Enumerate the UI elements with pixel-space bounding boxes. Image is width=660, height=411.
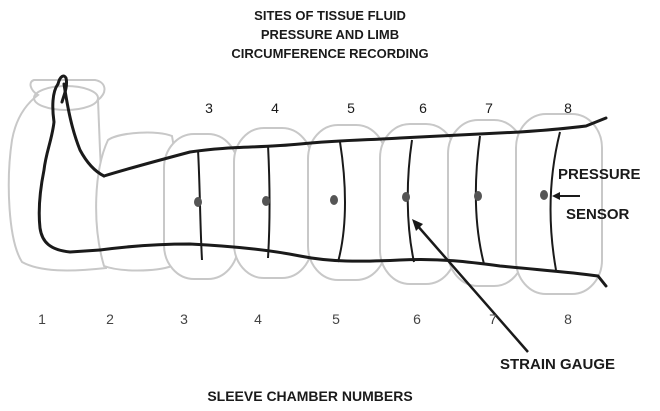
strain-gauge-band-5	[337, 141, 346, 263]
sleeve-chamber-1	[7, 79, 108, 272]
top-chamber-number-7: 7	[485, 100, 493, 116]
sleeve-chamber-numbers-caption: SLEEVE CHAMBER NUMBERS	[207, 388, 413, 404]
top-chamber-number-8: 8	[564, 100, 572, 116]
pressure-label: PRESSURE	[558, 166, 641, 183]
leg-outline	[37, 74, 608, 288]
bottom-chamber-number-5: 5	[332, 311, 340, 327]
sleeve-chambers	[7, 79, 603, 295]
strain-gauge-band-8	[549, 131, 561, 271]
strain-gauge-band-7	[474, 135, 485, 265]
strain-gauge-band-6	[406, 139, 415, 263]
top-chamber-number-6: 6	[419, 100, 427, 116]
bottom-chamber-number-3: 3	[180, 311, 188, 327]
bottom-chamber-number-6: 6	[413, 311, 421, 327]
top-chamber-number-5: 5	[347, 100, 355, 116]
pressure-sensor-arrow	[552, 192, 580, 200]
top-chamber-number-3: 3	[205, 100, 213, 116]
strain-gauge-label: STRAIN GAUGE	[500, 356, 616, 373]
bottom-chamber-number-2: 2	[106, 311, 114, 327]
foot-front-line	[37, 82, 102, 254]
bottom-chamber-number-7: 7	[489, 311, 497, 327]
bottom-chamber-number-4: 4	[254, 311, 262, 327]
bottom-chamber-number-8: 8	[564, 311, 572, 327]
sleeve-chamber-8	[515, 113, 603, 295]
heel-line	[62, 82, 106, 178]
title-line-3: CIRCUMFERENCE RECORDING	[231, 46, 429, 61]
pressure-sensor-dot-5	[330, 195, 338, 205]
title-line-2: PRESSURE AND LIMB	[260, 27, 400, 42]
pressure-sensors	[194, 190, 548, 207]
bottom-chamber-number-1: 1	[38, 311, 46, 327]
top-chamber-number-4: 4	[271, 100, 279, 116]
sleeve-chamber-5	[307, 124, 387, 281]
pressure-sensor-dot-8	[540, 190, 548, 200]
leg-bottom-line	[98, 242, 608, 288]
title-line-1: SITES OF TISSUE FLUID	[254, 8, 406, 23]
pressure-sensor-dot-3	[194, 197, 202, 207]
leg-top-line	[102, 116, 608, 178]
pressure-sensor-dot-4	[262, 196, 270, 206]
strain-gauge-band-4	[267, 144, 271, 259]
strain-gauge-arrow	[412, 219, 529, 353]
sensor-label: SENSOR	[566, 206, 630, 223]
toe-loop	[56, 74, 68, 104]
diagram-title: SITES OF TISSUE FLUID PRESSURE AND LIMB …	[150, 6, 510, 63]
pressure-sensor-dot-7	[474, 191, 482, 201]
pressure-sensor-dot-6	[402, 192, 410, 202]
